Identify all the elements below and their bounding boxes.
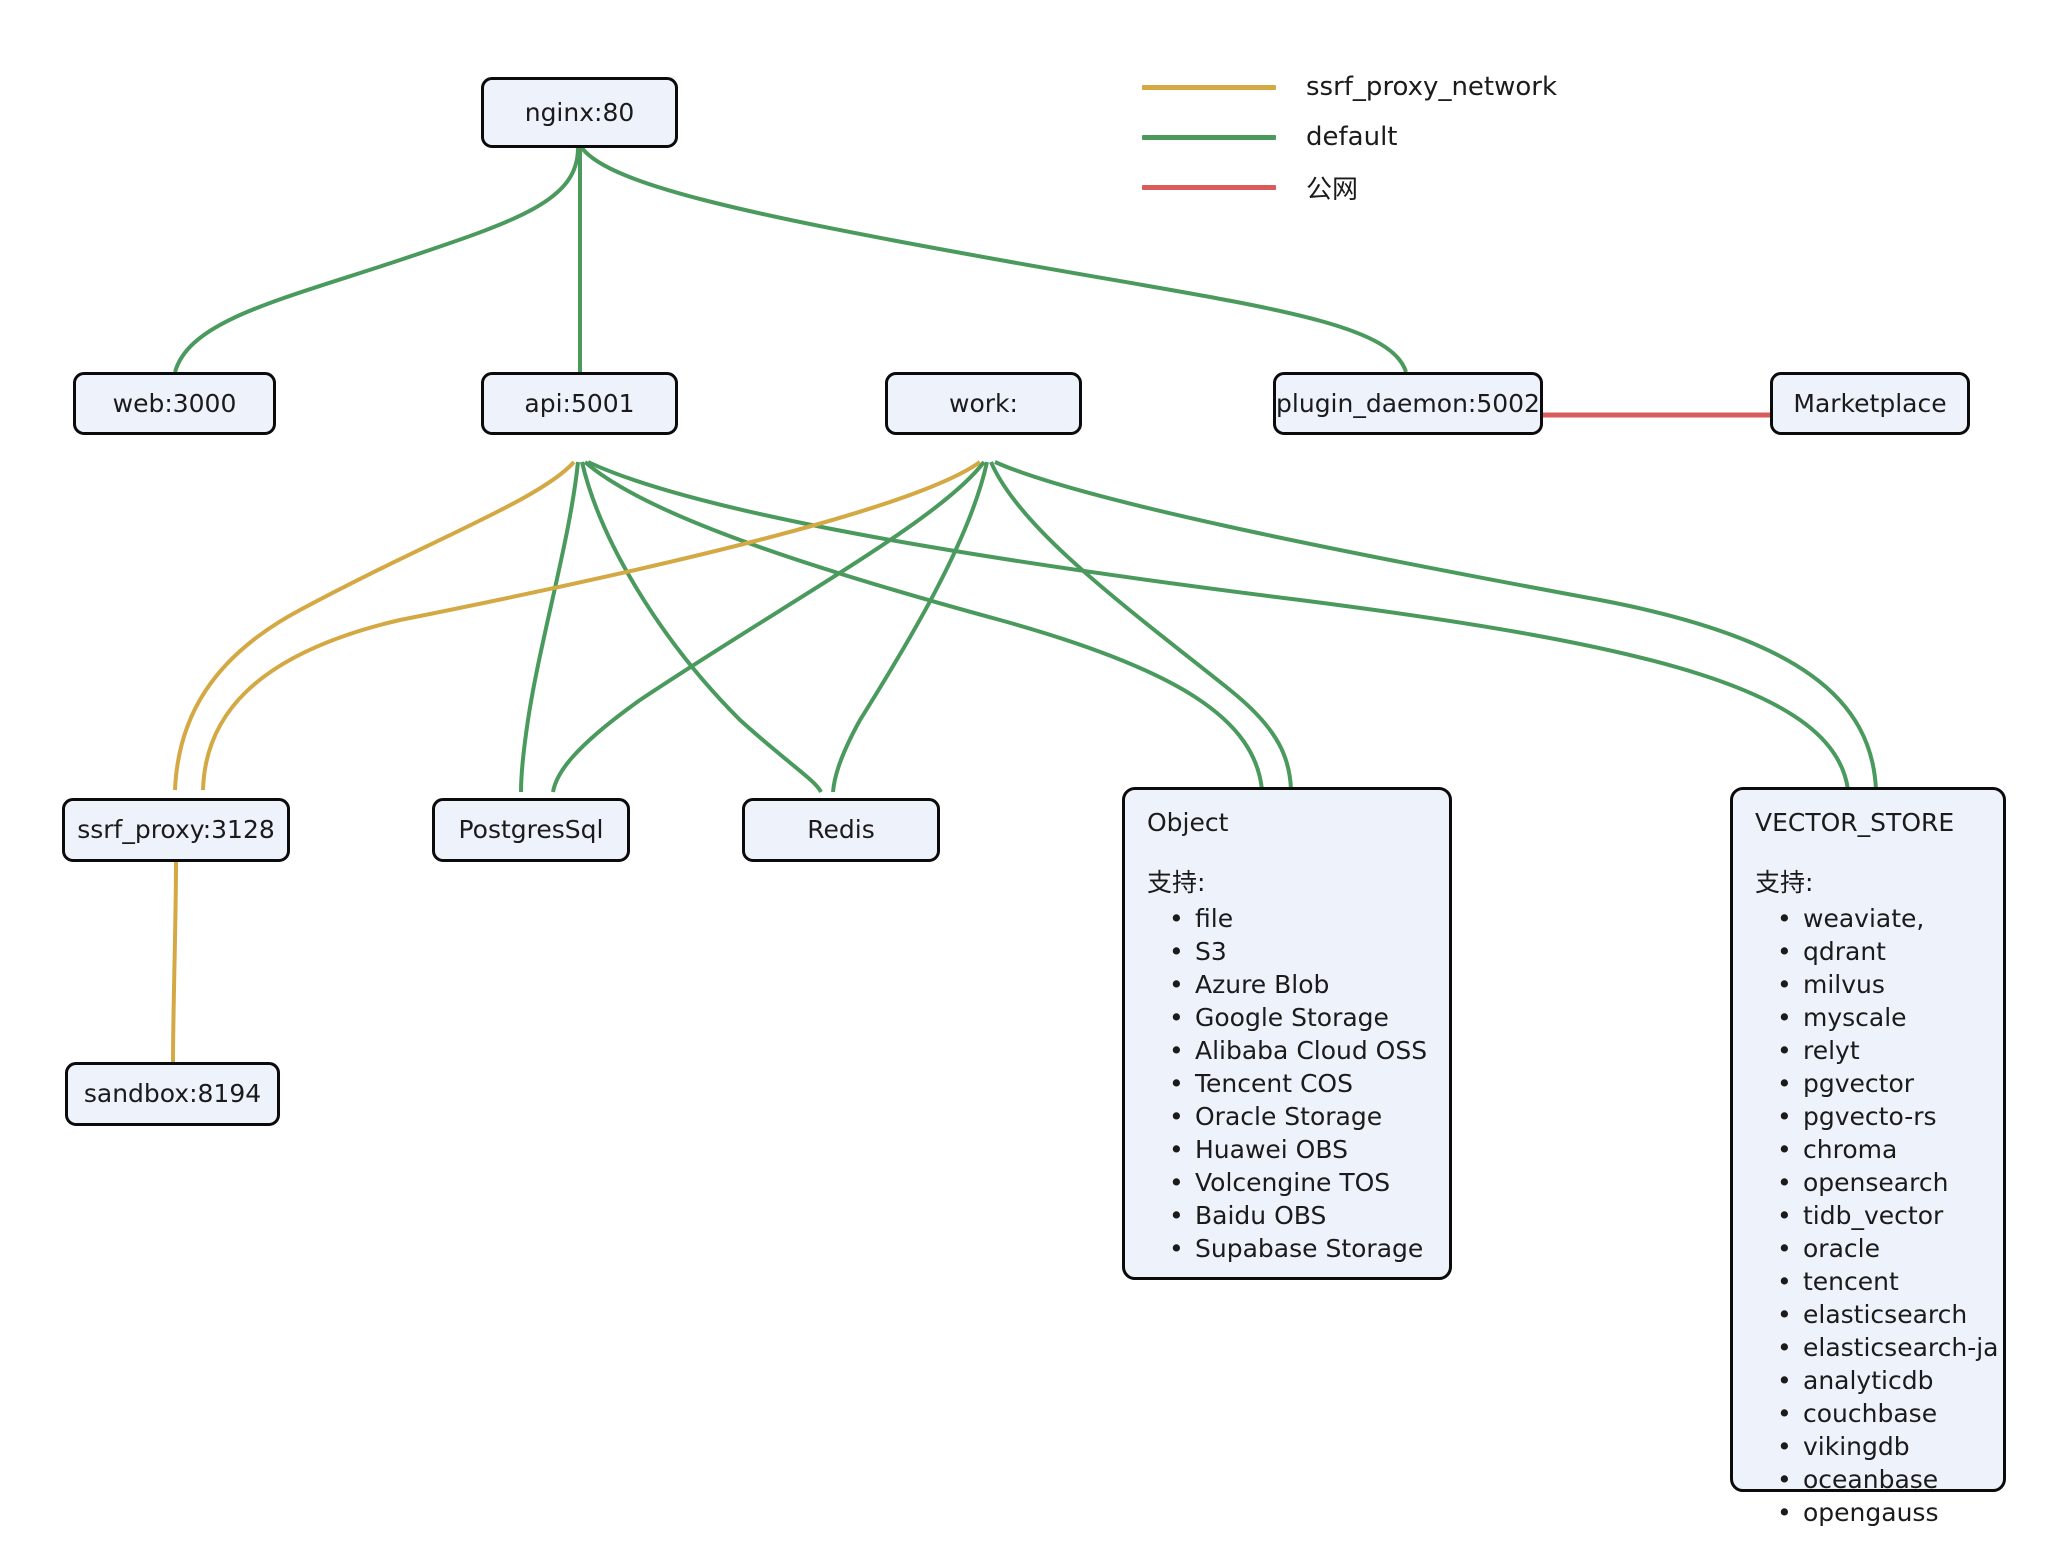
- vector-store-title: VECTOR_STORE: [1755, 808, 1955, 837]
- object-store-list: file S3 Azure Blob Google Storage Alibab…: [1147, 902, 1427, 1265]
- legend-item-ssrf-proxy-network: ssrf_proxy_network: [1142, 62, 1557, 112]
- list-item: pgvector: [1771, 1067, 1981, 1100]
- list-item: S3: [1163, 935, 1427, 968]
- edge-ssrf-proxy-sandbox: [171, 861, 178, 1063]
- edge-api-redis: [580, 461, 823, 794]
- list-item: opensearch: [1771, 1166, 1981, 1199]
- vector-store-supports-label: 支持:: [1755, 868, 1814, 897]
- node-marketplace[interactable]: Marketplace: [1770, 372, 1970, 435]
- list-item: oracle: [1771, 1232, 1981, 1265]
- node-ssrf-proxy[interactable]: ssrf_proxy:3128: [62, 798, 290, 862]
- list-item: Tencent COS: [1163, 1067, 1427, 1100]
- list-item: vikingdb: [1771, 1430, 1981, 1463]
- node-sandbox[interactable]: sandbox:8194: [65, 1062, 280, 1126]
- node-object-store[interactable]: Object 支持: file S3 Azure Blob Google Sto…: [1122, 787, 1452, 1280]
- list-item: myscale: [1771, 1001, 1981, 1034]
- list-item: elasticsearch: [1771, 1298, 1981, 1331]
- list-item: relyt: [1771, 1034, 1981, 1067]
- list-item: Volcengine TOS: [1163, 1166, 1427, 1199]
- list-item: Google Storage: [1163, 1001, 1427, 1034]
- edge-api-postgres: [519, 461, 580, 793]
- list-item: couchbase: [1771, 1397, 1981, 1430]
- node-vector-store[interactable]: VECTOR_STORE 支持: weaviate, qdrant milvus…: [1730, 787, 2006, 1529]
- list-item: opengauss: [1771, 1496, 1981, 1529]
- list-item: Baidu OBS: [1163, 1199, 1427, 1232]
- legend-item-default: default: [1142, 112, 1557, 162]
- node-work[interactable]: work:: [885, 372, 1082, 435]
- node-api[interactable]: api:5001: [481, 372, 678, 435]
- list-item: Huawei OBS: [1163, 1133, 1427, 1166]
- list-item: milvus: [1771, 968, 1981, 1001]
- node-plugin-daemon[interactable]: plugin_daemon:5002: [1273, 372, 1543, 435]
- node-web[interactable]: web:3000: [73, 372, 276, 435]
- node-redis[interactable]: Redis: [742, 798, 940, 862]
- edge-work-vector-store: [994, 460, 1878, 791]
- edge-api-ssrf-proxy: [173, 460, 576, 791]
- list-item: Alibaba Cloud OSS: [1163, 1034, 1427, 1067]
- object-store-title: Object: [1147, 808, 1229, 837]
- edge-nginx-web: [173, 147, 580, 373]
- legend-swatch-ssrf-proxy-network: [1142, 84, 1276, 90]
- list-item: Oracle Storage: [1163, 1100, 1427, 1133]
- node-postgres[interactable]: PostgresSql: [432, 798, 630, 862]
- edge-work-redis: [831, 461, 989, 793]
- list-item: pgvecto-rs: [1771, 1100, 1981, 1133]
- list-item: Supabase Storage: [1163, 1232, 1427, 1265]
- object-store-supports-label: 支持:: [1147, 868, 1206, 897]
- legend-label-public-network: 公网: [1306, 174, 1359, 205]
- list-item: file: [1163, 902, 1427, 935]
- edge-api-vector-store: [587, 460, 1850, 791]
- list-item: elasticsearch-ja: [1771, 1331, 1999, 1364]
- legend-label-default: default: [1306, 122, 1398, 152]
- list-item: weaviate,: [1771, 902, 1981, 935]
- legend-swatch-public-network: [1142, 184, 1276, 190]
- list-item: Azure Blob: [1163, 968, 1427, 1001]
- list-item: tencent: [1771, 1265, 1981, 1298]
- edge-work-ssrf-proxy: [201, 460, 982, 791]
- list-item: chroma: [1771, 1133, 1981, 1166]
- legend-label-ssrf-proxy-network: ssrf_proxy_network: [1306, 72, 1558, 102]
- edge-api-object-store: [583, 460, 1264, 791]
- edge-work-object-store: [989, 461, 1293, 791]
- legend: ssrf_proxy_network default 公网: [1142, 62, 1557, 212]
- list-item: oceanbase: [1771, 1463, 1981, 1496]
- node-nginx[interactable]: nginx:80: [481, 77, 678, 148]
- legend-swatch-default: [1142, 134, 1276, 140]
- list-item: tidb_vector: [1771, 1199, 1981, 1232]
- list-item: qdrant: [1771, 935, 1981, 968]
- vector-store-list: weaviate, qdrant milvus myscale relyt pg…: [1755, 902, 1999, 1529]
- list-item: analyticdb: [1771, 1364, 1981, 1397]
- legend-item-public-network: 公网: [1142, 162, 1557, 212]
- edge-work-postgres: [551, 460, 986, 793]
